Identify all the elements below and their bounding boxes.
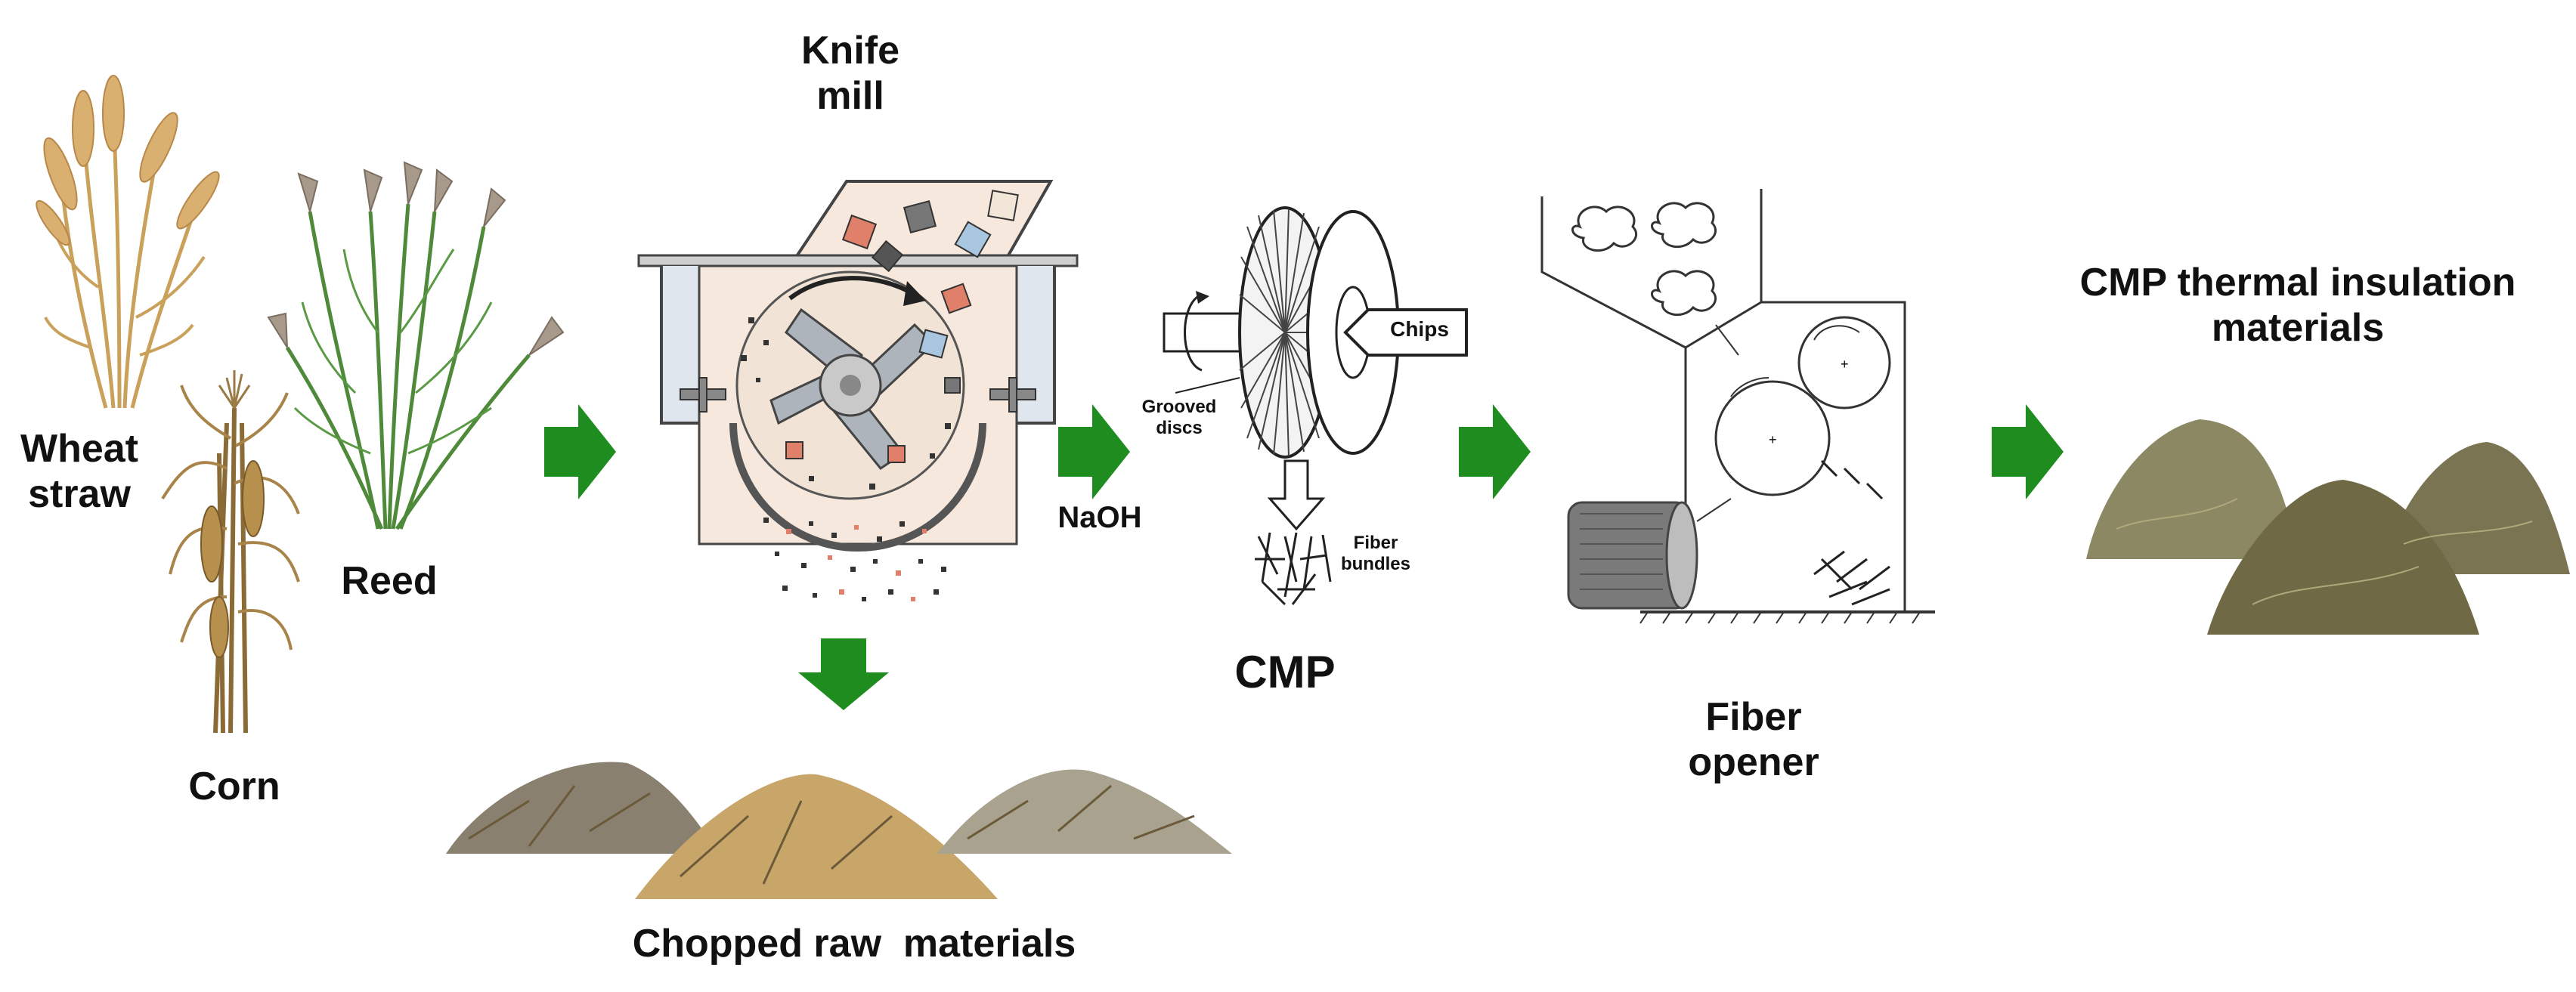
label-chips: Chips	[1390, 317, 1449, 341]
label-fiber-opener: Fiber opener	[1688, 695, 1819, 784]
disc-refiner-icon	[1163, 206, 1468, 606]
label-insulation-materials: CMP thermal insulation materials	[2079, 261, 2516, 350]
corn-plant-icon	[161, 370, 300, 734]
label-fiber-bundles: Fiber bundles	[1340, 533, 1410, 574]
svg-text:+: +	[1841, 357, 1849, 372]
chopped-materials-icon	[446, 762, 1232, 899]
label-cmp: CMP	[1234, 647, 1336, 697]
brush-roller-icon	[1567, 501, 1698, 610]
wheat-plant-icon	[36, 75, 220, 409]
process-arrow-icon	[544, 404, 616, 499]
label-wheat-straw: Wheat straw	[20, 427, 138, 516]
label-chopped-materials: Chopped raw materials	[632, 922, 1076, 966]
process-arrow-icon	[1992, 404, 2064, 499]
knife-mill-icon	[637, 180, 1079, 601]
label-reed: Reed	[341, 559, 438, 603]
insulation-pile-icon	[2086, 419, 2570, 635]
label-grooved-discs: Grooved discs	[1141, 397, 1217, 438]
label-corn: Corn	[188, 765, 280, 808]
process-arrow-icon	[1058, 404, 1130, 499]
process-arrow-icon	[798, 638, 889, 710]
svg-text:+: +	[1769, 432, 1777, 447]
reed-plant-icon	[267, 161, 565, 530]
process-arrow-icon	[1459, 404, 1531, 499]
label-knife-mill: Knife mill	[801, 29, 899, 118]
label-naoh: NaOH	[1057, 501, 1142, 534]
fiber-opener-icon: + +	[1540, 189, 1935, 624]
